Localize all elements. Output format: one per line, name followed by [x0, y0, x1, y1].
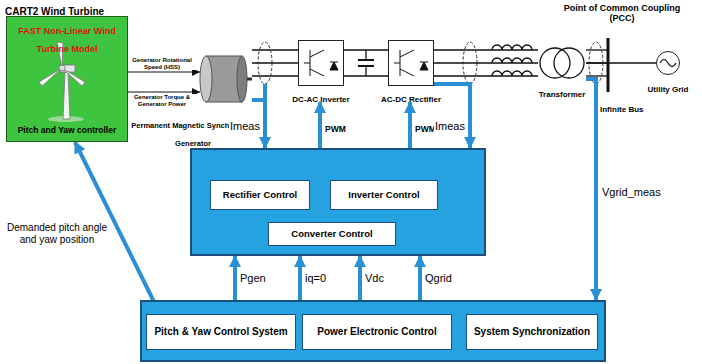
text-holder: Transformer — [527, 83, 597, 101]
text-holder: AC-DC Rectifier — [373, 88, 449, 106]
bus-label: Infinite Bus — [600, 105, 644, 114]
signal-label: Vdc — [364, 272, 385, 284]
text-holder: Utility Grid — [638, 78, 698, 96]
text-holder: Demanded pitch angle and yaw position — [4, 222, 110, 245]
wind-turbine-illustration — [39, 42, 85, 122]
generator-symbol — [200, 56, 252, 102]
infinite-bus-bar — [607, 38, 610, 92]
text-holder: Point of Common Coupling (PCC) — [556, 3, 688, 24]
text-holder: FAST Non-Linear Wind Turbine Model — [9, 20, 125, 56]
text-holder: PWM — [324, 118, 347, 136]
control-box: Rectifier Control — [210, 180, 310, 210]
panel-title: CART2 Wind Turbine — [5, 6, 104, 17]
turbine-panel — [6, 16, 128, 142]
box-label: Rectifier Control — [220, 190, 300, 201]
box-label: Converter Control — [288, 229, 375, 240]
signal-arrow — [233, 256, 237, 300]
turbine-model-box: CART2 Wind TurbineFAST Non-Linear Wind T… — [6, 16, 128, 142]
signal-arrow — [298, 256, 302, 300]
converter-control-panel: Rectifier Control Inverter ControlConvert… — [190, 148, 486, 256]
text-holder: Qgrid — [424, 268, 453, 286]
text-holder: DC-AC Inverter — [283, 88, 359, 106]
signal-label: Imeas — [434, 120, 466, 132]
component-label: Transformer — [539, 90, 586, 99]
control-system-panel: Pitch & Yaw Control System Power Electron… — [140, 300, 606, 362]
signal-label: Generator Rotational Speed (HSS) — [128, 57, 196, 70]
rectifier-box: AC-DC Rectifier — [388, 40, 434, 86]
signal-label: PWM — [324, 124, 347, 134]
box-label: Power Electronic Control — [314, 326, 439, 338]
igbt-symbol — [304, 50, 428, 76]
signal-label: Generator Torque & Generator Power — [128, 94, 196, 107]
signal-label: Demanded pitch angle and yaw position — [4, 222, 110, 245]
control-box: Converter Control — [268, 222, 396, 246]
signal-label: iq=0 — [304, 272, 327, 284]
signal-arrow — [418, 256, 422, 300]
text-holder: Vgrid_meas — [601, 182, 662, 200]
control-box: Pitch & Yaw Control System — [146, 314, 296, 350]
box-label: Pitch & Yaw Control System — [151, 326, 290, 338]
measurement-ellipse — [258, 42, 603, 84]
text-holder: iq=0 — [304, 268, 327, 286]
component-label: DC-AC Inverter — [292, 95, 349, 104]
power-wire — [344, 49, 388, 50]
signal-arrow — [434, 84, 470, 148]
signal-arrow — [358, 256, 362, 300]
text-holder: CART2 Wind Turbine — [5, 1, 104, 19]
power-wire — [434, 62, 538, 63]
control-box: Inverter Control — [330, 180, 438, 210]
controller-label: Pitch and Yaw controller — [18, 125, 117, 135]
transformer-symbol — [540, 48, 584, 78]
signal-label: Imeas — [229, 120, 261, 132]
model-title: FAST Non-Linear Wind Turbine Model — [18, 26, 115, 54]
component-label: AC-DC Rectifier — [381, 95, 441, 104]
grid-source: Utility Grid — [656, 51, 680, 75]
control-box: Power Electronic Control — [302, 314, 452, 350]
signal-label: Pgen — [239, 272, 267, 284]
signal-arrow — [408, 102, 412, 148]
signal-label: Vgrid_meas — [601, 186, 662, 198]
signal-label: Qgrid — [424, 272, 453, 284]
measurement-lead — [263, 84, 267, 100]
text-holder: Pitch and Yaw controller — [9, 119, 125, 137]
text-holder: Generator Torque & Generator Power — [128, 94, 196, 107]
inverter-box: DC-AC Inverter — [298, 40, 344, 86]
text-holder: Infinite Bus — [600, 98, 644, 116]
inductor-coils — [492, 45, 532, 76]
ac-source-symbol — [660, 60, 676, 67]
control-box: System Synchronization — [466, 314, 598, 350]
text-holder: Pgen — [239, 268, 267, 286]
mechanical-link — [128, 91, 200, 92]
signal-arrow — [586, 79, 596, 300]
pcc-label: Point of Common Coupling (PCC) — [556, 3, 688, 24]
text-holder: Imeas — [434, 116, 466, 134]
box-label: System Synchronization — [471, 326, 593, 338]
mechanical-link — [128, 71, 200, 72]
generator: Permanent Magnetic Synchronous Generator — [200, 48, 252, 106]
power-wire — [252, 62, 298, 63]
box-label: Inverter Control — [345, 190, 422, 201]
text-holder: Generator Rotational Speed (HSS) — [128, 57, 196, 70]
power-wire — [586, 62, 656, 63]
dc-link-capacitor — [358, 50, 374, 76]
text-holder: Imeas — [229, 116, 261, 134]
signal-arrow — [318, 102, 322, 148]
text-holder: Vdc — [364, 268, 385, 286]
transformer: Transformer — [538, 45, 586, 81]
component-label: Utility Grid — [648, 85, 689, 94]
